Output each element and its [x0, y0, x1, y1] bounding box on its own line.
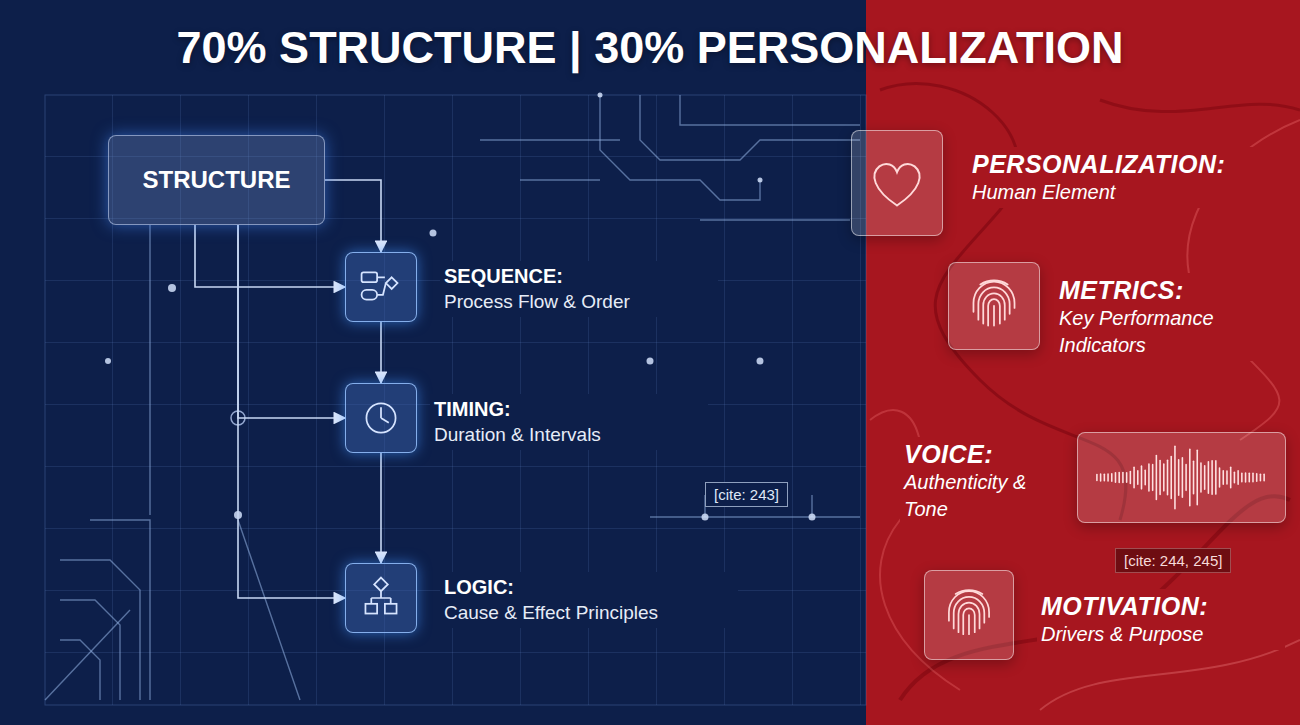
hierarchy-icon	[346, 564, 416, 632]
box-label: STRUCTURE	[143, 166, 291, 194]
heading: METRICS:	[1059, 275, 1289, 305]
label-group: PERSONALIZATION:Human Element	[968, 147, 1294, 208]
timing-icon-box: TIMING:Duration & Intervals	[345, 383, 417, 453]
voice-waveform-box: VOICE:Authenticity & Tone	[1077, 432, 1286, 523]
connector-arrow	[380, 453, 382, 563]
description: Key Performance Indicators	[1059, 305, 1289, 359]
description: Duration & Intervals	[434, 422, 704, 448]
circuit-traces	[45, 95, 860, 700]
title: 70% STRUCTURE | 30% PERSONALIZATION	[0, 22, 1300, 74]
heading: SEQUENCE:	[444, 263, 714, 289]
connector-arrow	[238, 225, 345, 598]
connector-arrow	[325, 180, 381, 252]
label-group: TIMING:Duration & Intervals	[430, 394, 708, 450]
sequence-icon-box: SEQUENCE:Process Flow & Order	[345, 252, 417, 322]
description: Authenticity & Tone	[904, 469, 1054, 523]
label-group: METRICS:Key Performance Indicators	[1055, 273, 1293, 361]
fingerprint-icon	[925, 571, 1013, 659]
structure-box: STRUCTURE	[108, 135, 325, 225]
connector-arrow	[380, 322, 382, 383]
heading: PERSONALIZATION:	[972, 149, 1290, 179]
grid-frame	[45, 95, 866, 705]
heading: VOICE:	[904, 439, 1054, 469]
clock-icon	[346, 384, 416, 452]
motivation-icon-box: MOTIVATION:Drivers & Purpose	[924, 570, 1014, 660]
citation-tag: [cite: 243]	[705, 482, 788, 507]
label-group: VOICE:Authenticity & Tone	[900, 437, 1058, 525]
logic-icon-box: LOGIC:Cause & Effect Principles	[345, 563, 417, 633]
metrics-icon-box: METRICS:Key Performance Indicators	[948, 262, 1040, 350]
citation-tag: [cite: 244, 245]	[1115, 548, 1231, 573]
fingerprint-icon	[949, 263, 1039, 349]
heart-icon-box: PERSONALIZATION:Human Element	[851, 130, 943, 236]
heading: TIMING:	[434, 396, 704, 422]
heading: MOTIVATION:	[1041, 591, 1281, 621]
description: Process Flow & Order	[444, 289, 714, 315]
waveform-icon	[1078, 433, 1285, 522]
grid	[45, 95, 866, 705]
heading: LOGIC:	[444, 574, 734, 600]
label-group: MOTIVATION:Drivers & Purpose	[1037, 589, 1285, 650]
heart-icon	[852, 131, 942, 235]
description: Cause & Effect Principles	[444, 600, 734, 626]
label-group: LOGIC:Cause & Effect Principles	[440, 572, 738, 628]
connector-arrow	[238, 225, 345, 418]
connector-arrow	[195, 225, 345, 287]
flowchart-icon	[346, 253, 416, 321]
description: Drivers & Purpose	[1041, 621, 1281, 648]
junction-dots	[105, 93, 816, 521]
description: Human Element	[972, 179, 1290, 206]
label-group: SEQUENCE:Process Flow & Order	[440, 261, 718, 317]
